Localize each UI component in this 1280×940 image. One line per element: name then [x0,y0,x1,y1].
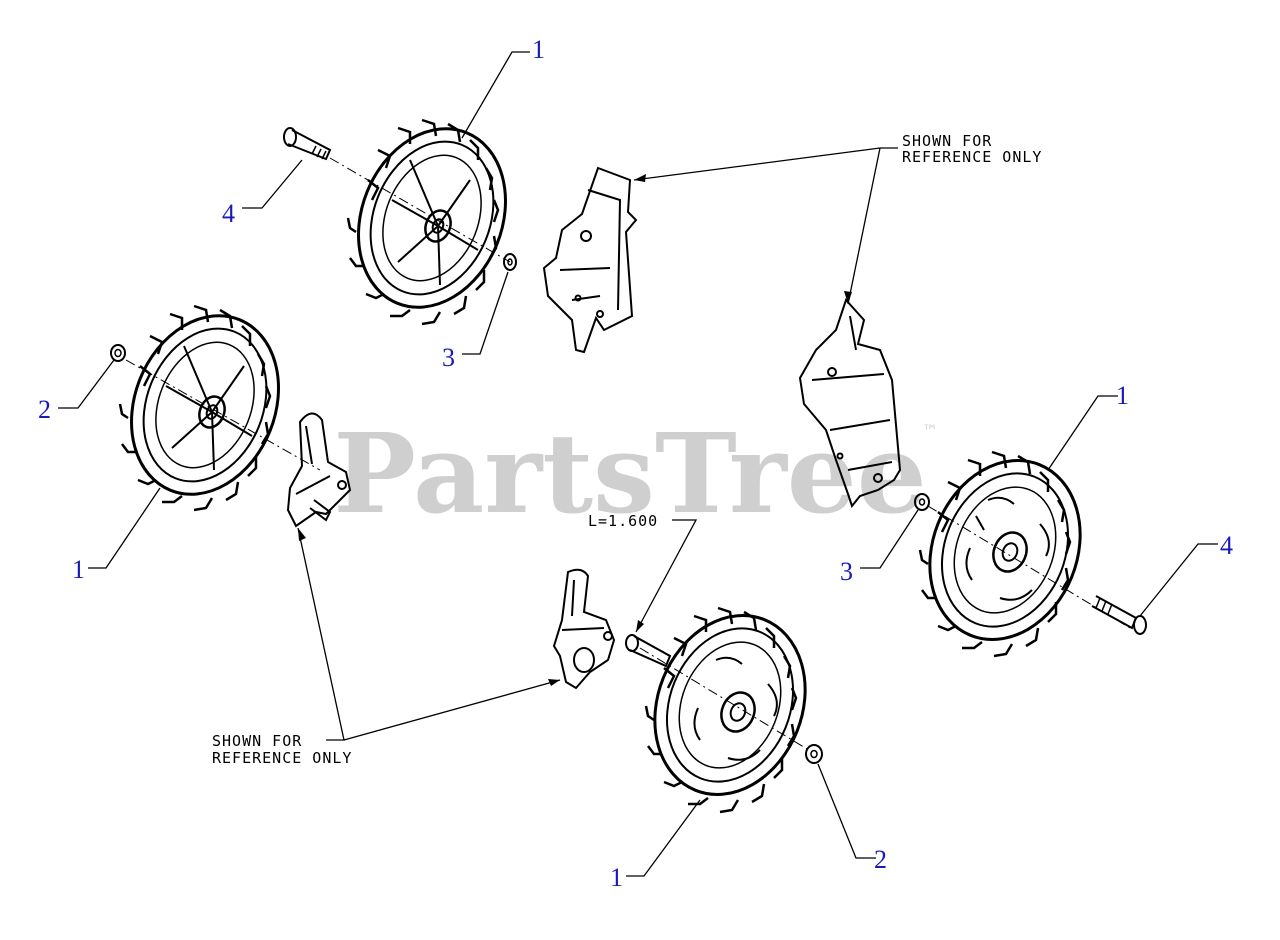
callout-bottom-nut: 2 [874,845,887,874]
callout-top-bolt: 4 [222,199,235,228]
top-bolt [283,127,332,161]
right-reference-bracket [798,298,902,509]
callout-left-wheel: 1 [72,555,85,584]
left-wheel-group [110,304,352,528]
callout-top-washer: 3 [442,343,455,372]
length-dimension-note: L=1.600 [588,512,658,530]
top-wheel [346,118,507,326]
callout-bottom-wheel: 1 [610,863,623,892]
leader-lines [58,51,1218,877]
bottom-wheel-group [552,568,823,814]
top-wheel-group [283,118,638,354]
callout-right-bolt: 4 [1220,531,1233,560]
top-washer [503,253,517,271]
right-wheel [918,450,1082,658]
right-bolt [1091,595,1147,635]
watermark-text: PartsTree [333,409,927,538]
top-reference-bracket [542,166,638,354]
bottom-shoulder-bolt [625,634,672,668]
reference-note-bottom-line2: REFERENCE ONLY [212,749,352,767]
watermark: PartsTree ™ [333,409,938,538]
bottom-reference-bracket [552,568,616,690]
reference-note-bottom-line1: SHOWN FOR [212,732,302,750]
left-axle-centerline [125,359,321,471]
right-washer [914,493,930,511]
top-axle-centerline [329,157,511,263]
reference-notes: SHOWN FOR REFERENCE ONLY SHOWN FOR REFER… [212,132,1042,767]
left-nut [110,344,126,362]
left-reference-bracket [286,412,352,528]
bottom-nut [805,744,823,764]
arrowheads [298,174,852,686]
callout-right-washer: 3 [840,557,853,586]
left-wheel [118,304,280,512]
reference-note-top-line1: SHOWN FOR [902,132,992,150]
reference-note-top-line2: REFERENCE ONLY [902,148,1042,166]
callout-right-wheel: 1 [1116,381,1129,410]
bottom-wheel [644,606,807,814]
callout-left-nut: 2 [38,395,51,424]
right-wheel-group [798,298,1147,658]
callout-top-wheel: 1 [532,35,545,64]
trademark-symbol: ™ [922,421,938,440]
part-callouts: 1 4 3 2 1 1 3 4 1 2 [38,35,1233,892]
